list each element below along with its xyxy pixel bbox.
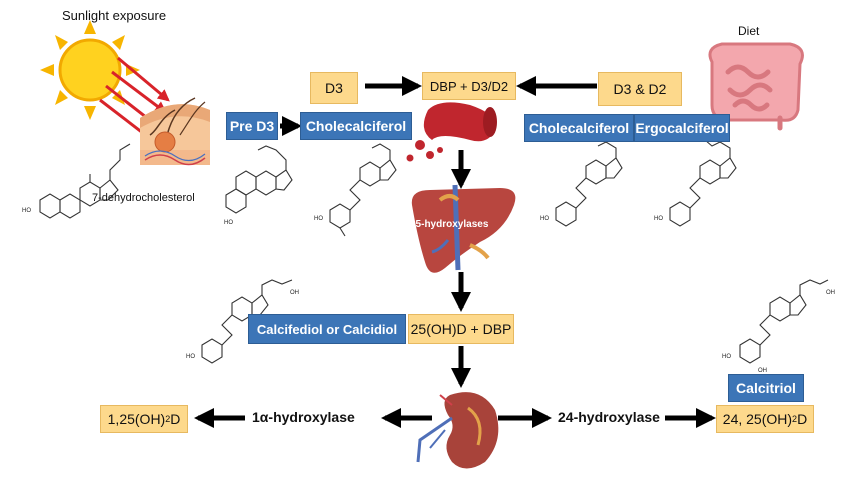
svg-text:HO: HO: [540, 216, 549, 222]
svg-text:HO: HO: [722, 354, 731, 360]
blood-vessel-icon: [406, 102, 497, 162]
25ohd-dbp-box: 25(OH)D + DBP: [408, 314, 514, 344]
svg-text:HO: HO: [224, 220, 233, 226]
skin-icon: [140, 97, 210, 166]
molecule-7-dehydrocholesterol: HO: [22, 143, 131, 219]
molecule-calcifediol: HO OH: [186, 279, 299, 364]
24-hydroxylase-label: 24-hydroxylase: [558, 409, 660, 425]
calcifediol-box: Calcifediol or Calcidiol: [248, 314, 406, 344]
cholecalciferol-box-right: Cholecalciferol: [524, 114, 634, 142]
liver-icon: [411, 184, 516, 273]
molecule-cholecalciferol-center: HO: [314, 143, 397, 237]
molecule-pre-d3: HO: [224, 145, 293, 226]
24-25-oh2d-text: 24, 25(OH): [722, 411, 793, 427]
molecule-calcitriol: HO OH OH: [722, 279, 835, 374]
svg-text:HO: HO: [22, 208, 31, 214]
1-alpha-hydroxylase-label: 1α-hydroxylase: [252, 409, 355, 425]
sunlight-exposure-label: Sunlight exposure: [62, 8, 167, 23]
1-25-oh2d-subscript: 2: [165, 414, 171, 424]
diet-label: Diet: [738, 24, 760, 38]
calcitriol-box: Calcitriol: [728, 374, 804, 402]
svg-text:HO: HO: [186, 354, 195, 360]
pre-d3-box: Pre D3: [226, 112, 278, 140]
7-dehydrocholesterol-label: 7-dehydrocholesterol: [92, 192, 195, 204]
svg-text:HO: HO: [654, 216, 663, 222]
svg-text:OH: OH: [758, 368, 767, 374]
pathway-arrows: [194, 76, 716, 428]
svg-text:OH: OH: [290, 290, 299, 296]
24-25-oh2d-tail: D: [797, 411, 808, 427]
molecule-ergocalciferol: HO: [654, 139, 737, 227]
1-25-oh2d-text: 1,25(OH): [107, 411, 166, 427]
alpha-greek: α: [259, 409, 269, 425]
dbp-d3-d2-box: DBP + D3/D2: [422, 72, 516, 100]
cholecalciferol-box-left: Cholecalciferol: [300, 112, 412, 140]
25-hydroxylases-label: 25-hydroxylases: [410, 219, 489, 230]
alpha-prefix: 1: [252, 409, 260, 425]
molecule-cholecalciferol-right: HO: [540, 141, 623, 227]
24-25-oh2d-subscript: 2: [792, 414, 798, 424]
svg-text:OH: OH: [826, 290, 835, 296]
1-25-oh2d-tail: D: [170, 411, 181, 427]
d3-box: D3: [310, 72, 358, 104]
alpha-suffix: -hydroxylase: [268, 409, 355, 425]
sun-icon: [40, 20, 140, 120]
d3-and-d2-box: D3 & D2: [598, 72, 682, 106]
ergocalciferol-box: Ergocalciferol: [634, 114, 730, 142]
svg-text:HO: HO: [314, 216, 323, 222]
kidney-icon: [416, 392, 499, 469]
